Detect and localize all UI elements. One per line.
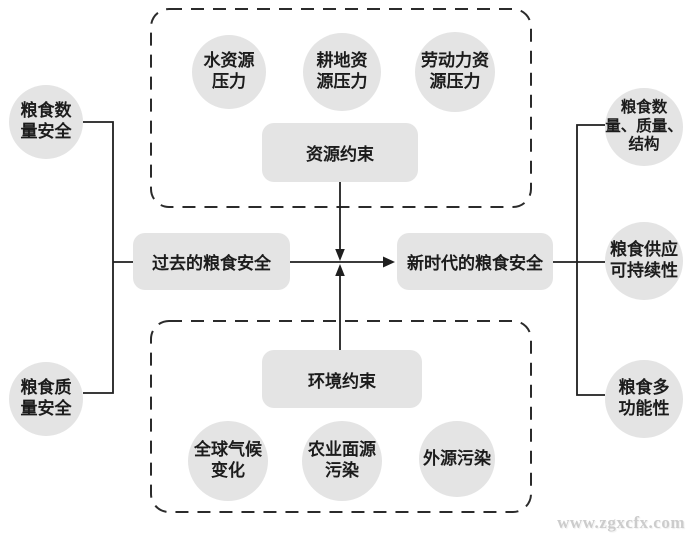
node-new-era-food-security-label: 新时代的粮食安全 (407, 254, 543, 273)
node-multifunctionality: 粮食多 功能性 (605, 360, 683, 438)
node-new-era-food-security: 新时代的粮食安全 (397, 233, 553, 290)
node-water-resource-pressure: 水资源 压力 (192, 35, 266, 109)
node-agricultural-nonpoint-pollution-label: 农业面源 污染 (308, 440, 376, 480)
node-agricultural-nonpoint-pollution: 农业面源 污染 (302, 421, 382, 501)
environment-group-dashed-border (150, 320, 532, 513)
node-resource-constraint: 资源约束 (262, 123, 418, 182)
node-global-climate-change: 全球气候 变化 (188, 421, 268, 501)
node-food-quantity-security: 粮食数 量安全 (9, 85, 83, 159)
node-environment-constraint: 环境约束 (262, 350, 422, 408)
node-quantity-quality-structure-label: 粮食数 量、质量、 结构 (605, 98, 683, 154)
resource-group-dashed-border (150, 8, 532, 208)
node-food-quantity-security-label: 粮食数 量安全 (20, 101, 72, 141)
node-food-quality-security-label: 粮食质 量安全 (20, 378, 72, 418)
node-environment-constraint-label: 环境约束 (308, 371, 376, 391)
node-quantity-quality-structure: 粮食数 量、质量、 结构 (605, 88, 683, 166)
node-past-food-security-label: 过去的粮食安全 (152, 254, 271, 273)
right-bracket-connector (553, 124, 605, 396)
left-bracket-connector (83, 121, 133, 394)
node-land-resource-pressure: 耕地资 源压力 (303, 33, 381, 111)
transition-arrowhead-right-icon (383, 256, 395, 268)
node-external-pollution-label: 外源污染 (423, 448, 491, 468)
node-supply-sustainability-label: 粮食供应 可持续性 (610, 240, 678, 280)
environment-arrowhead-up-icon (335, 264, 345, 276)
node-labor-resource-pressure-label: 劳动力资 源压力 (421, 51, 489, 91)
node-food-quality-security: 粮食质 量安全 (9, 362, 83, 436)
node-land-resource-pressure-label: 耕地资 源压力 (316, 51, 368, 91)
node-resource-constraint-label: 资源约束 (306, 145, 374, 164)
node-multifunctionality-label: 粮食多 功能性 (618, 378, 670, 418)
node-past-food-security: 过去的粮食安全 (133, 233, 290, 290)
node-labor-resource-pressure: 劳动力资 源压力 (415, 32, 495, 112)
node-global-climate-change-label: 全球气候 变化 (194, 440, 262, 480)
node-external-pollution: 外源污染 (419, 421, 495, 497)
node-water-resource-pressure-label: 水资源 压力 (203, 51, 255, 91)
resource-arrowhead-down-icon (335, 249, 345, 261)
watermark: www.zgxcfx.com (557, 513, 685, 532)
node-supply-sustainability: 粮食供应 可持续性 (605, 222, 683, 300)
